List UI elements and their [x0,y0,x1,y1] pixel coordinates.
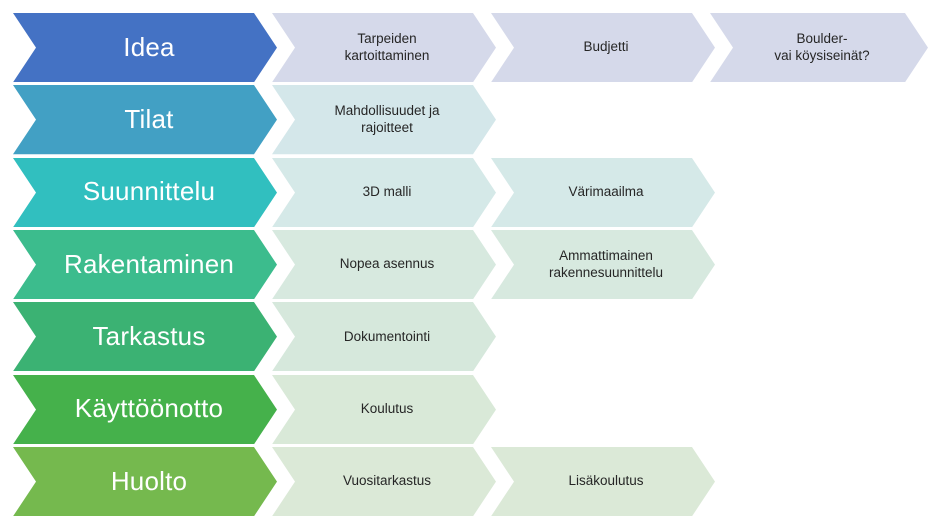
stage-chevron-suunnittelu[interactable]: Suunnittelu [13,157,277,227]
detail-chevron-3-2[interactable]: Värimaailma [491,157,715,227]
chevron-shape-icon [491,229,715,300]
chevron-shape-icon [272,157,496,227]
stage-chevron-tarkastus[interactable]: Tarkastus [13,302,277,372]
detail-chevron-6-1[interactable]: Koulutus [272,374,496,444]
detail-chevron-7-2[interactable]: Lisäkoulutus [491,446,715,517]
detail-chevron-5-1[interactable]: Dokumentointi [272,302,496,372]
chevron-shape-icon [491,13,715,83]
chevron-shape-icon [272,374,496,444]
chevron-shape-icon [13,13,277,83]
stage-chevron-k-ytt-notto[interactable]: Käyttöönotto [13,374,277,444]
chevron-shape-icon [13,85,277,155]
detail-chevron-2-1[interactable]: Mahdollisuudet ja rajoitteet [272,85,496,155]
chevron-shape-icon [13,302,277,372]
detail-chevron-1-1[interactable]: Tarpeiden kartoittaminen [272,13,496,83]
detail-chevron-4-2[interactable]: Ammattimainen rakennesuunnittelu [491,229,715,300]
chevron-shape-icon [491,157,715,227]
detail-chevron-3-1[interactable]: 3D malli [272,157,496,227]
chevron-shape-icon [13,374,277,444]
chevron-shape-icon [491,446,715,517]
stage-chevron-tilat[interactable]: Tilat [13,85,277,155]
chevron-shape-icon [272,13,496,83]
chevron-shape-icon [272,446,496,517]
chevron-shape-icon [13,157,277,227]
stage-chevron-huolto[interactable]: Huolto [13,446,277,517]
chevron-shape-icon [272,85,496,155]
stage-chevron-rakentaminen[interactable]: Rakentaminen [13,229,277,300]
chevron-shape-icon [272,229,496,300]
chevron-shape-icon [272,302,496,372]
chevron-shape-icon [13,446,277,517]
chevron-shape-icon [710,13,928,83]
stage-chevron-idea[interactable]: Idea [13,13,277,83]
detail-chevron-7-1[interactable]: Vuositarkastus [272,446,496,517]
detail-chevron-1-2[interactable]: Budjetti [491,13,715,83]
detail-chevron-4-1[interactable]: Nopea asennus [272,229,496,300]
chevron-shape-icon [13,229,277,300]
detail-chevron-1-3[interactable]: Boulder- vai köysiseinät? [710,13,928,83]
